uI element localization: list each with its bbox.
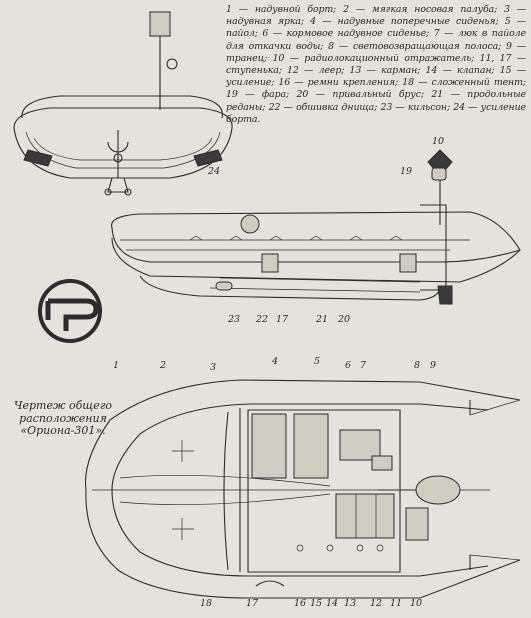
callout-20: 20 (337, 314, 350, 325)
callout-11: 11 (390, 598, 402, 609)
front-view (13, 11, 233, 196)
callout-17-side: 17 (276, 314, 289, 325)
callout-9: 9 (430, 360, 436, 371)
side-view (111, 149, 521, 305)
legend-text: 1 — надувной борт; 2 — мягкая носовая па… (226, 4, 526, 125)
callout-5: 5 (314, 356, 320, 367)
plan-view (84, 379, 521, 599)
callout-4: 4 (271, 356, 278, 367)
callout-18: 18 (200, 598, 212, 609)
orion-logo (38, 279, 102, 343)
callout-22: 22 (255, 314, 268, 325)
callout-6: 6 (345, 360, 351, 371)
callout-2: 2 (159, 360, 166, 371)
callout-12: 12 (370, 598, 382, 609)
callout-1: 1 (113, 360, 119, 371)
callout-3: 3 (210, 362, 216, 373)
callout-19: 19 (400, 166, 412, 177)
drawing-caption: Чертеж общего расположения «Ориона-301». (13, 399, 113, 437)
callout-24: 24 (207, 166, 220, 177)
callout-16: 16 (294, 598, 306, 609)
callout-7: 7 (360, 360, 367, 371)
callout-14: 14 (326, 598, 338, 609)
callout-8: 8 (414, 360, 420, 371)
callout-17-plan: 17 (246, 598, 259, 609)
callout-13: 13 (344, 598, 356, 609)
callout-15: 15 (310, 598, 322, 609)
callout-21: 21 (315, 314, 328, 325)
callout-10: 10 (432, 136, 444, 147)
callout-10-plan: 10 (410, 598, 422, 609)
callout-23: 23 (227, 314, 240, 325)
